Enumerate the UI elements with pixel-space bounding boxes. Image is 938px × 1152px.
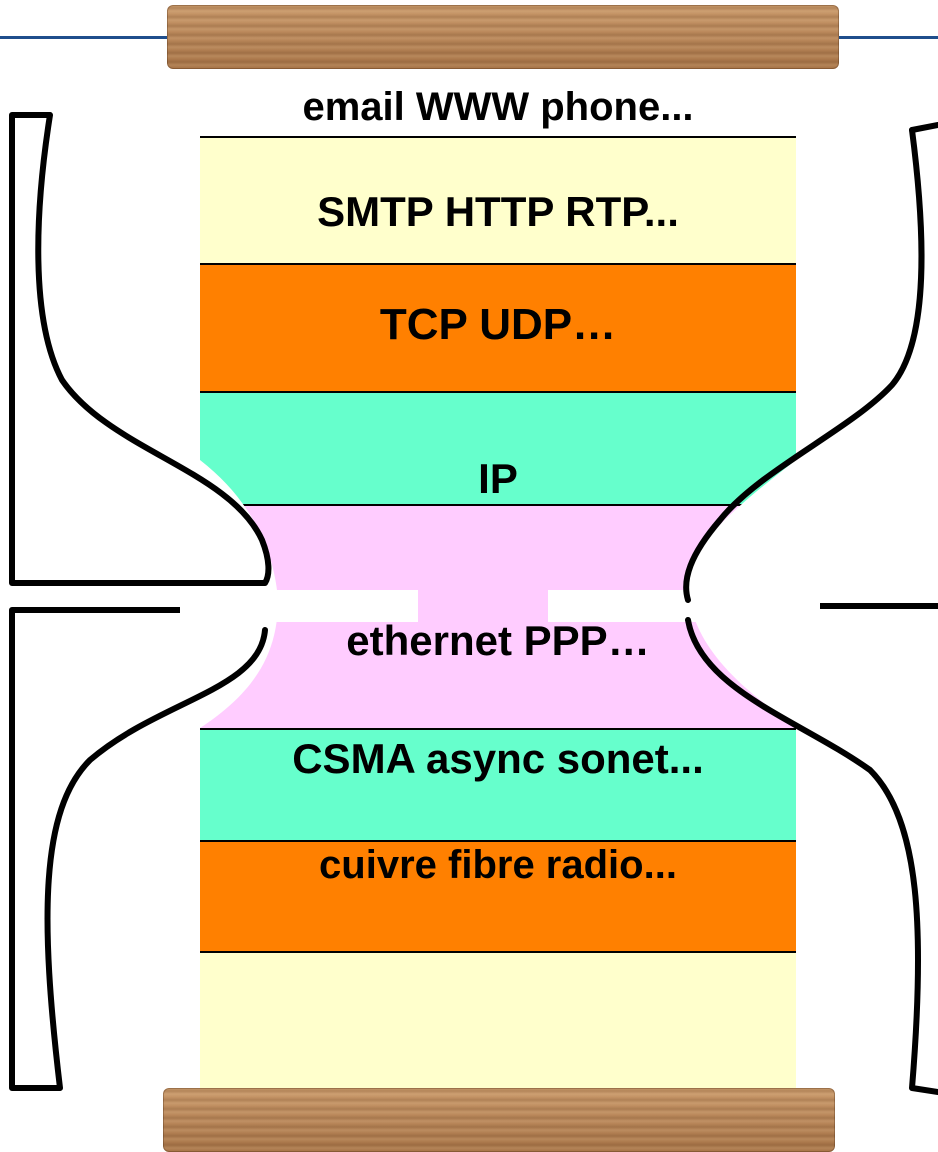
- label-network: IP: [478, 455, 518, 502]
- label-applications: email WWW phone...: [302, 85, 694, 129]
- label-physical: cuivre fibre radio...: [319, 843, 677, 887]
- layer-bottom: [200, 953, 796, 1088]
- top-wooden-rod: [167, 5, 839, 69]
- label-media-access: CSMA async sonet...: [292, 735, 704, 782]
- bottom-wooden-rod: [163, 1088, 835, 1152]
- label-application-protocols: SMTP HTTP RTP...: [317, 188, 679, 235]
- label-transport: TCP UDP…: [379, 300, 617, 349]
- label-link: ethernet PPP…: [346, 617, 650, 664]
